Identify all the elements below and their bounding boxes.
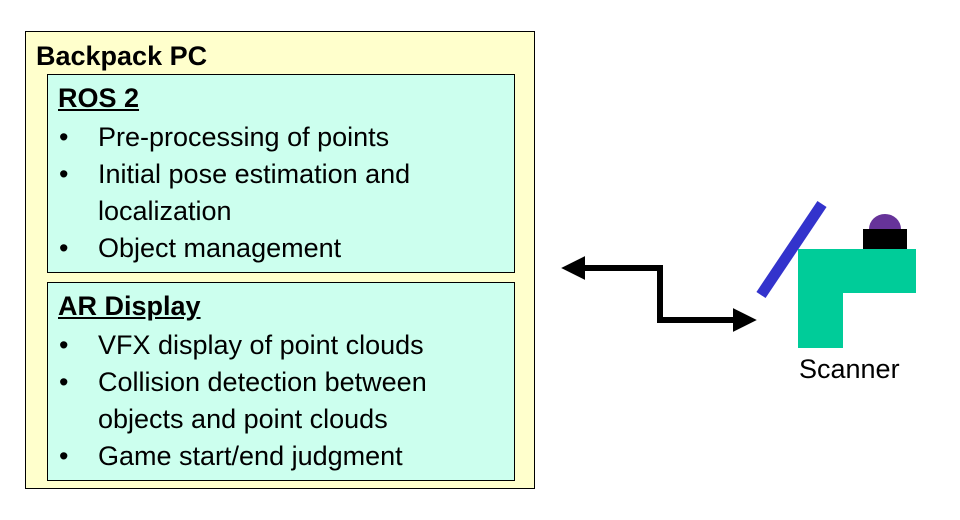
list-item-text: Object management [98, 233, 342, 263]
scanner-cap [863, 229, 907, 249]
scanner-label: Scanner [799, 354, 900, 384]
backpack-pc-box: Backpack PC ROS 2 • Pre-processing of poi… [25, 31, 535, 489]
connector-line [561, 256, 757, 332]
list-item: • VFX display of point clouds [48, 327, 498, 364]
bullet-icon: • [59, 159, 69, 189]
list-item-text: Initial pose estimation and localization [98, 159, 411, 226]
list-item-text: Pre-processing of points [98, 122, 390, 152]
list-item: • Pre-processing of points [48, 119, 498, 156]
list-item: • Initial pose estimation and localizatio… [48, 156, 498, 230]
list-item: • Collision detection between objects and… [48, 364, 498, 438]
bullet-icon: • [59, 122, 69, 152]
ar-display-task-list: • VFX display of point clouds • Collision … [48, 327, 498, 475]
bullet-icon: • [59, 330, 69, 360]
scanner-mirror [756, 200, 827, 299]
ros2-box: ROS 2 • Pre-processing of points • Initial… [47, 74, 515, 273]
ros2-task-list: • Pre-processing of points • Initial pose … [48, 119, 498, 267]
backpack-pc-title: Backpack PC [36, 41, 208, 71]
ar-display-title: AR Display [58, 291, 201, 321]
scanner-icon [756, 200, 916, 348]
scanner-body [798, 249, 916, 348]
scanner-dome [869, 214, 901, 229]
list-item: • Object management [48, 230, 498, 267]
ros2-title: ROS 2 [58, 83, 140, 113]
bullet-icon: • [59, 441, 69, 471]
list-item-text: Game start/end judgment [98, 441, 403, 471]
ar-display-box: AR Display • VFX display of point clouds … [47, 282, 515, 481]
list-item: • Game start/end judgment [48, 438, 498, 475]
bullet-icon: • [59, 233, 69, 263]
double-arrow-icon [561, 256, 757, 332]
list-item-text: VFX display of point clouds [98, 330, 424, 360]
bullet-icon: • [59, 367, 69, 397]
list-item-text: Collision detection between objects and … [98, 367, 427, 434]
